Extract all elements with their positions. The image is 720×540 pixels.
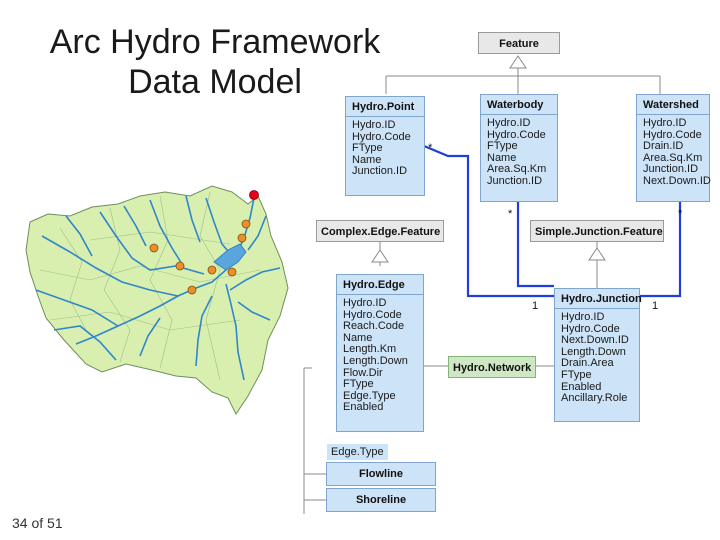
class-hydro-edge[interactable]: Hydro.Edge Hydro.ID Hydro.Code Reach.Cod… xyxy=(336,274,424,432)
attribute: FType xyxy=(352,142,383,155)
class-shoreline[interactable]: Shoreline xyxy=(326,488,436,512)
slide-title: Arc Hydro Framework Data Model xyxy=(10,22,420,102)
class-hydro-point-attributes: Hydro.ID Hydro.Code FType Name Junction.… xyxy=(346,117,424,180)
hydro-point-markers xyxy=(149,219,251,295)
class-waterbody[interactable]: Waterbody Hydro.ID Hydro.Code FType Name… xyxy=(480,94,558,202)
attribute: Enabled xyxy=(561,380,602,393)
attribute: Edge.Type xyxy=(343,389,396,402)
class-feature[interactable]: Feature xyxy=(478,32,560,54)
attribute: Hydro.ID xyxy=(561,311,605,323)
attribute: Hydro.Code xyxy=(487,128,546,141)
attribute: FType xyxy=(487,140,518,153)
attribute: Hydro.ID xyxy=(352,119,396,131)
attribute: FType xyxy=(561,368,592,381)
multiplicity-waterbody: * xyxy=(508,208,513,220)
slide-page-number: 34 of 51 xyxy=(12,515,63,531)
class-hydro-junction-name: Hydro.Junction xyxy=(555,289,642,309)
attribute: Next.Down.ID xyxy=(643,174,711,187)
attribute: Hydro.Code xyxy=(643,128,702,141)
attribute: Drain.Area xyxy=(561,357,614,370)
attribute: Length.Down xyxy=(561,345,626,358)
inheritance-lines xyxy=(303,60,661,514)
attribute: Area.Sq.Km xyxy=(487,163,547,176)
attribute: Junction.ID xyxy=(487,174,543,187)
attribute: Hydro.ID xyxy=(487,117,531,129)
class-hydro-edge-name: Hydro.Edge xyxy=(337,275,423,295)
class-watershed[interactable]: Watershed Hydro.ID Hydro.Code Drain.ID A… xyxy=(636,94,711,202)
class-flowline-name: Flowline xyxy=(359,468,403,480)
class-feature-name: Feature xyxy=(499,38,539,50)
class-watershed-name: Watershed xyxy=(637,95,709,115)
attribute: Hydro.Code xyxy=(352,130,411,143)
class-complex-edge-feature-name: Complex.Edge.Feature xyxy=(321,226,441,238)
attribute: Hydro.Code xyxy=(343,308,402,321)
class-waterbody-attributes: Hydro.ID Hydro.Code FType Name Area.Sq.K… xyxy=(481,115,557,190)
attribute: Hydro.ID xyxy=(343,297,387,309)
attribute: Junction.ID xyxy=(643,163,699,176)
attribute: Name xyxy=(343,331,373,344)
attribute: Reach.Code xyxy=(343,320,405,333)
class-hydro-junction-attributes: Hydro.ID Hydro.Code Next.Down.ID Length.… xyxy=(555,309,639,407)
class-hydro-point-name: Hydro.Point xyxy=(346,97,424,117)
attribute: Hydro.ID xyxy=(643,117,687,129)
attribute: Name xyxy=(352,153,382,166)
slide-title-line2: Data Model xyxy=(128,63,302,101)
class-hydro-edge-attributes: Hydro.ID Hydro.Code Reach.Code Name Leng… xyxy=(337,295,423,416)
reservoir xyxy=(213,243,247,271)
attribute: Length.Down xyxy=(343,354,408,367)
class-watershed-attributes: Hydro.ID Hydro.Code Drain.ID Area.Sq.Km … xyxy=(637,115,711,190)
inheritance-arrowheads xyxy=(371,55,606,263)
outlet-marker xyxy=(249,190,259,200)
class-simple-junction-feature[interactable]: Simple.Junction.Feature xyxy=(530,220,664,242)
class-flowline[interactable]: Flowline xyxy=(326,462,436,486)
attribute: Next.Down.ID xyxy=(561,334,629,347)
attribute: Junction.ID xyxy=(352,165,408,178)
class-hydro-network[interactable]: Hydro.Network xyxy=(448,356,536,378)
class-waterbody-name: Waterbody xyxy=(481,95,557,115)
attribute: Area.Sq.Km xyxy=(643,151,703,164)
attribute: Ancillary.Role xyxy=(561,392,628,405)
class-hydro-point[interactable]: Hydro.Point Hydro.ID Hydro.Code FType Na… xyxy=(345,96,425,196)
attribute: Flow.Dir xyxy=(343,366,383,379)
edge-type-label: Edge.Type xyxy=(327,444,388,460)
multiplicity-junction-right: 1 xyxy=(652,300,659,312)
multiplicity-hydro-point: * xyxy=(428,142,433,154)
attribute: Enabled xyxy=(343,401,384,414)
class-complex-edge-feature[interactable]: Complex.Edge.Feature xyxy=(316,220,444,242)
slide-title-line1: Arc Hydro Framework xyxy=(49,23,381,61)
stream-network xyxy=(35,195,281,381)
attribute: Hydro.Code xyxy=(561,322,620,335)
class-hydro-network-name: Hydro.Network xyxy=(453,362,532,374)
attribute: Length.Km xyxy=(343,343,397,356)
class-hydro-junction[interactable]: Hydro.Junction Hydro.ID Hydro.Code Next.… xyxy=(554,288,642,422)
attribute: Name xyxy=(487,151,517,164)
multiplicity-junction-left: 1 xyxy=(532,300,539,312)
class-shoreline-name: Shoreline xyxy=(355,494,407,506)
association-lines xyxy=(423,144,682,298)
multiplicity-watershed: * xyxy=(678,208,683,220)
attribute: Drain.ID xyxy=(643,140,684,153)
class-simple-junction-feature-name: Simple.Junction.Feature xyxy=(535,226,663,238)
attribute: FType xyxy=(343,378,374,391)
